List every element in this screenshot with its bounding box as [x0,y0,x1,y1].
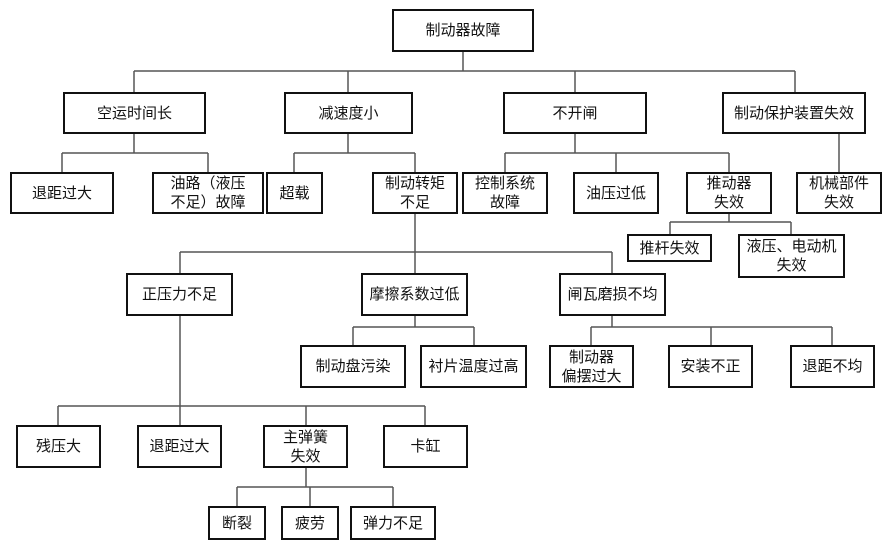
node-torque-low: 制动转矩 不足 [372,172,458,214]
node-oil-circuit: 油路（液压 不足）故障 [152,172,264,214]
node-wear-uneven: 闸瓦磨损不均 [559,273,666,316]
node-pressure-low: 正压力不足 [126,273,233,316]
node-root: 制动器故障 [392,9,534,52]
node-not-open: 不开闸 [503,92,647,134]
node-gap-large-1: 退距过大 [10,172,114,214]
node-mech-fail: 机械部件 失效 [796,172,882,214]
node-spring-fail: 主弹簧 失效 [263,425,348,468]
node-control-fail: 控制系统 故障 [462,172,548,214]
node-hyd-motor-fail: 液压、电动机 失效 [738,234,845,278]
node-fracture: 断裂 [208,506,266,540]
node-rod-fail: 推杆失效 [627,234,712,262]
node-install-wrong: 安装不正 [668,345,753,388]
node-lining-hot: 衬片温度过高 [420,345,527,388]
node-gap-large-2: 退距过大 [137,425,222,468]
node-elastic-low: 弹力不足 [350,506,436,540]
node-cylinder-stuck: 卡缸 [383,425,468,468]
node-fatigue: 疲劳 [281,506,339,540]
node-brake-swing: 制动器 偏摆过大 [549,345,634,388]
node-pusher-fail: 推动器 失效 [686,172,772,214]
node-oil-low: 油压过低 [573,172,659,214]
node-disc-dirty: 制动盘污染 [300,345,406,388]
node-protect-fail: 制动保护装置失效 [722,92,866,134]
node-long-time: 空运时间长 [63,92,206,134]
node-small-decel: 减速度小 [284,92,413,134]
node-friction-low: 摩擦系数过低 [361,273,468,316]
node-residual-pressure: 残压大 [16,425,101,468]
node-gap-uneven: 退距不均 [790,345,875,388]
node-overload: 超载 [266,172,323,214]
